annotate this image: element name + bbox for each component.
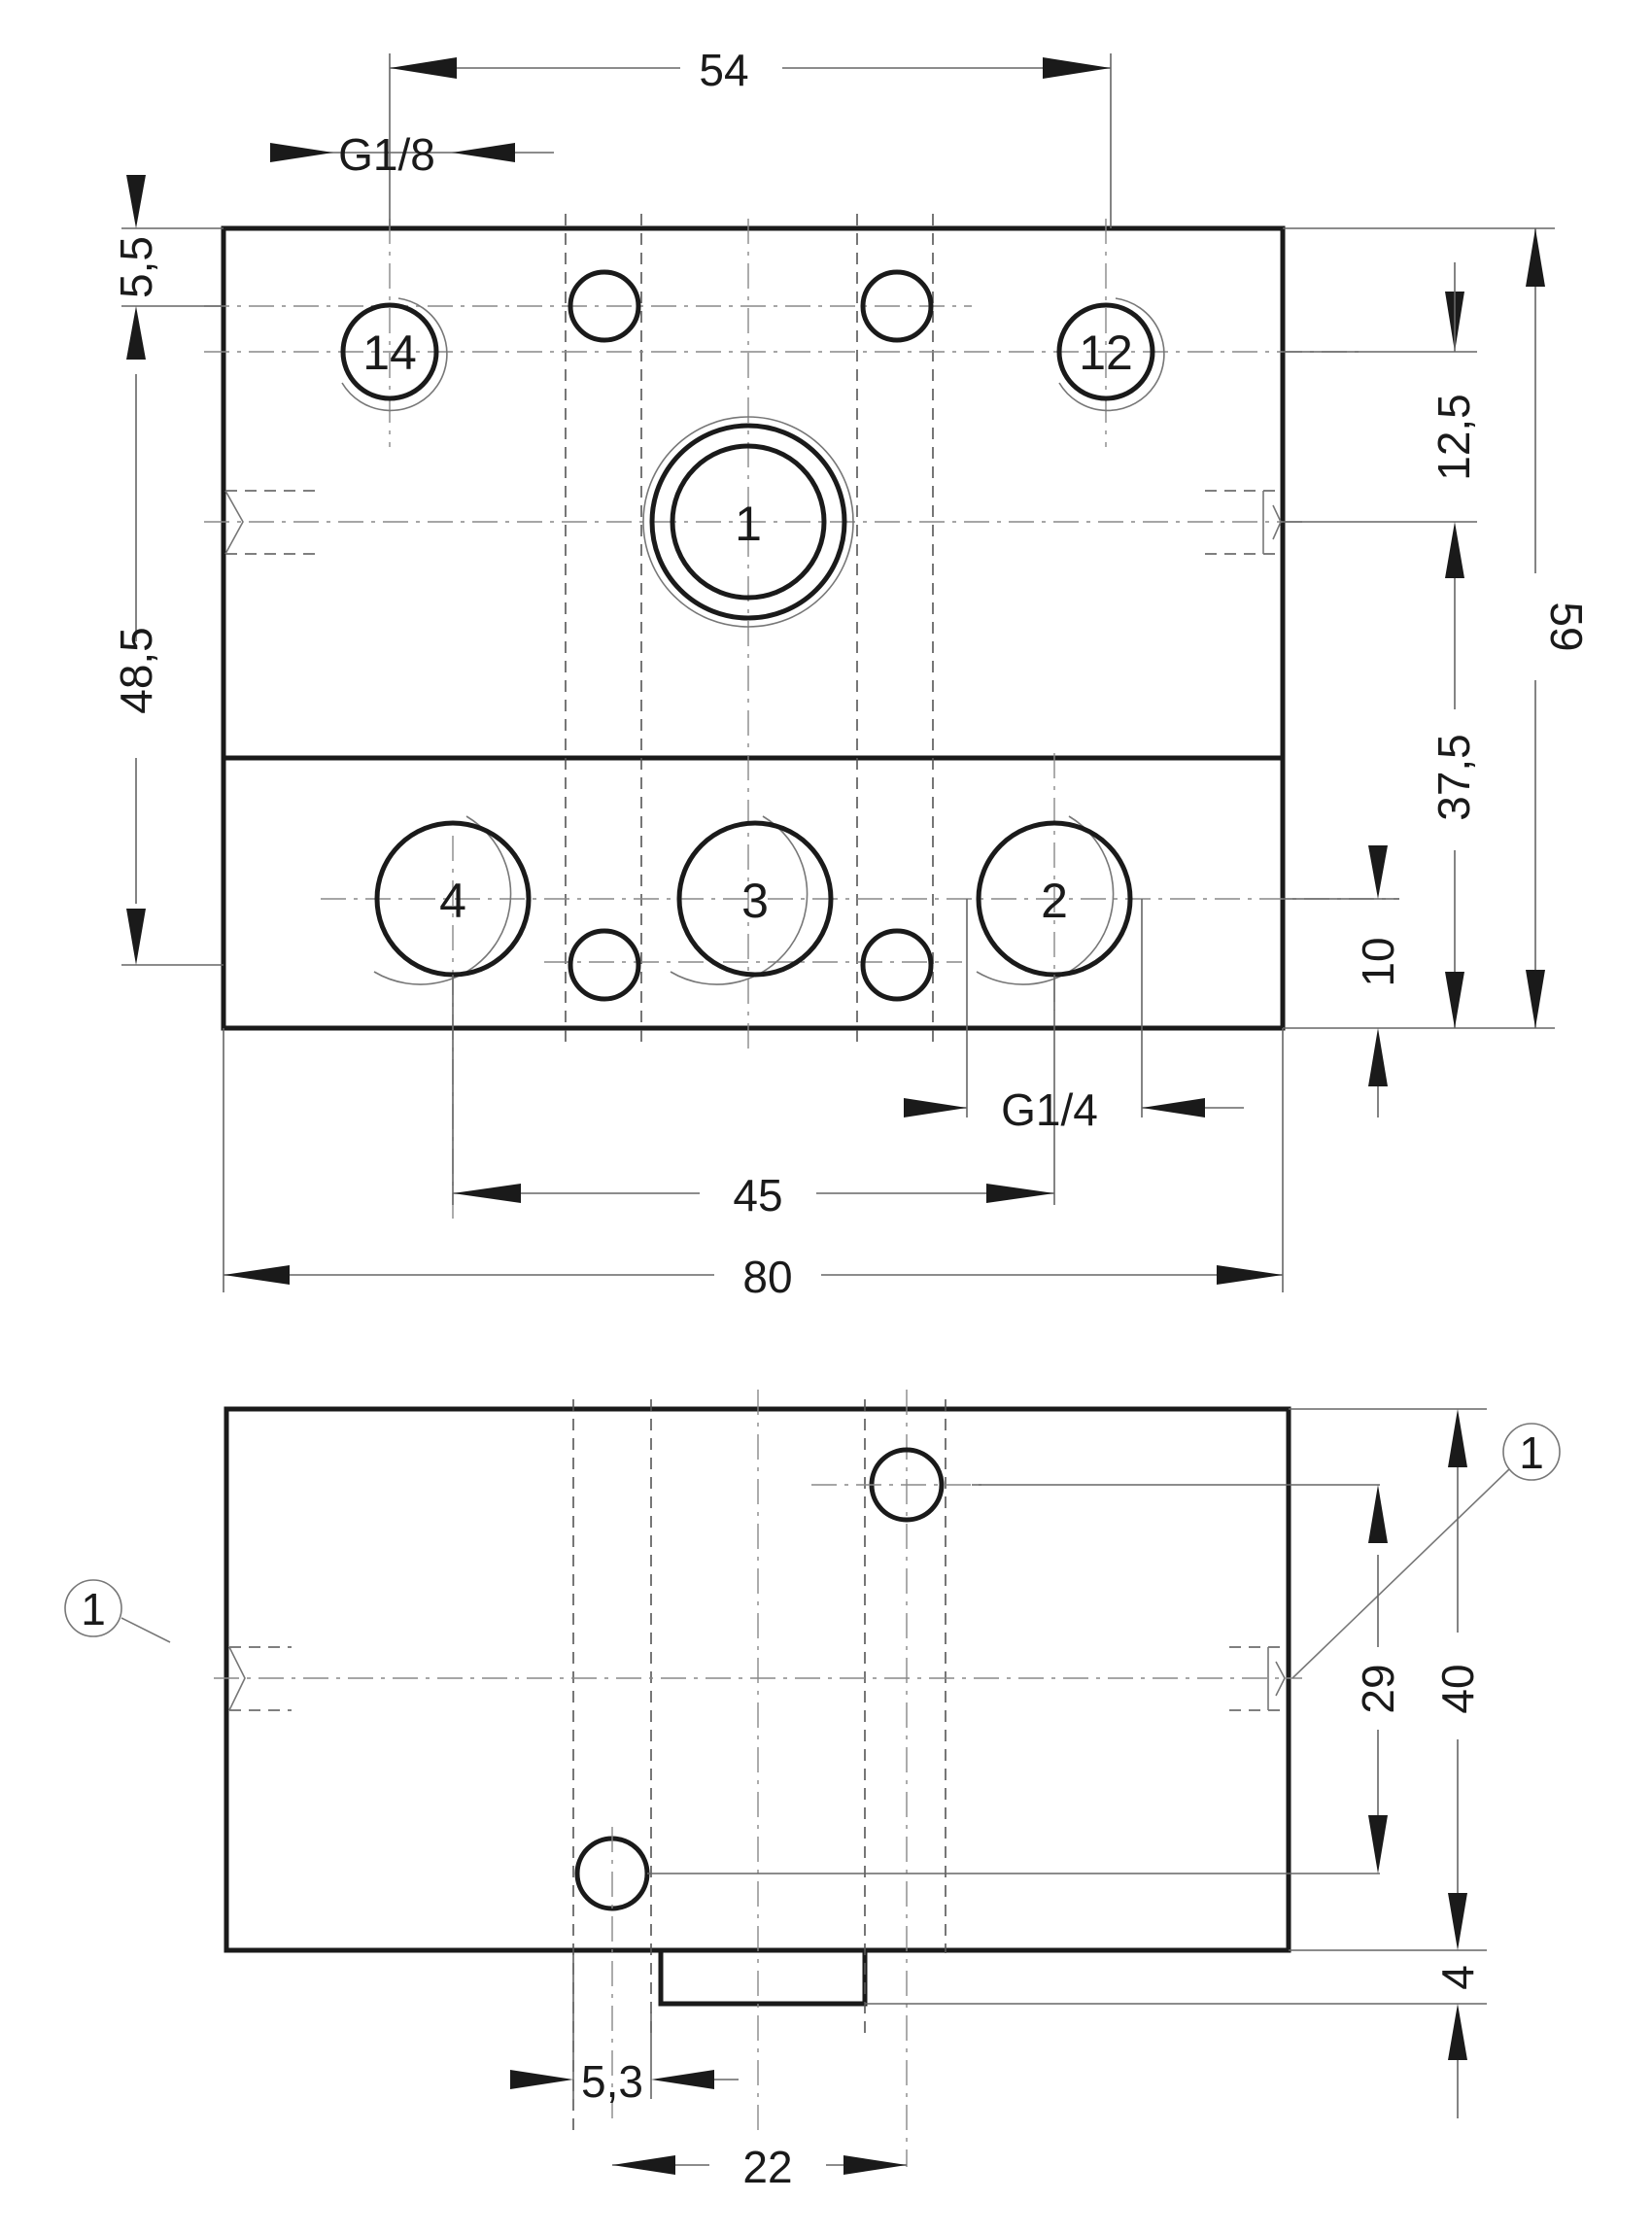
dim-12-5: 12,5 [1428, 394, 1479, 481]
dim-22: 22 [742, 2142, 792, 2192]
dimension-arrow [1448, 2004, 1467, 2060]
callout-right-label: 1 [1519, 1427, 1544, 1478]
dimension-arrow [270, 143, 333, 162]
dimension-arrow [612, 2155, 675, 2175]
dimension-arrow [1142, 1098, 1205, 1118]
side-view: 1 1 29 40 4 5,3 22 [64, 1390, 1561, 2192]
dim-5-5: 5,5 [111, 236, 161, 298]
port-4-label: 4 [439, 874, 466, 928]
port-1-outer [649, 423, 847, 621]
dimension-arrow [1526, 970, 1545, 1028]
port-1-inner [670, 443, 827, 601]
mounting-hole [568, 269, 641, 343]
port-4-thread [373, 815, 512, 985]
callout-circle-right [1502, 1423, 1561, 1481]
dim-54: 54 [699, 45, 748, 95]
dim-45: 45 [733, 1170, 782, 1221]
dim-80: 80 [742, 1252, 792, 1302]
dimension-arrow [1043, 57, 1111, 79]
port-14-label: 14 [362, 326, 417, 380]
dim-37-5: 37,5 [1428, 734, 1479, 821]
dimension-arrow [452, 143, 515, 162]
dim-4: 4 [1432, 1965, 1483, 1990]
port-3-thread [670, 815, 809, 985]
dimension-arrow [1368, 845, 1388, 899]
hidden-line [225, 490, 321, 555]
callout-circle-left [64, 1579, 122, 1637]
dimension-arrow [1368, 1815, 1388, 1874]
dimension-arrow [1368, 1028, 1388, 1086]
mounting-hole [860, 928, 934, 1002]
mounting-hole [568, 928, 641, 1002]
dimension-arrow [1445, 972, 1464, 1028]
port-12-thread [1058, 297, 1165, 412]
dimension-arrow [126, 306, 146, 360]
side-port-mark [224, 490, 244, 555]
dim-10: 10 [1353, 937, 1403, 986]
dimension-arrow [390, 57, 457, 79]
dimension-arrow [651, 2070, 714, 2089]
port-12-label: 12 [1079, 326, 1133, 380]
port-2-thread [976, 815, 1115, 985]
dim-5-3: 5,3 [581, 2056, 643, 2107]
dim-g18: G1/8 [338, 129, 435, 180]
dimension-arrow [1526, 228, 1545, 287]
side-port-mark [228, 1646, 246, 1711]
port-2-label: 2 [1041, 874, 1068, 928]
dimension-arrow [510, 2070, 573, 2089]
leader-line [120, 1617, 171, 1643]
dimension-arrow [1217, 1265, 1283, 1285]
dimension-arrow [1448, 1409, 1467, 1467]
dim-g14: G1/4 [1001, 1084, 1098, 1135]
dim-29: 29 [1353, 1664, 1403, 1713]
dimension-arrow [224, 1265, 290, 1285]
dimension-arrow [1368, 1485, 1388, 1543]
port-14-circle [340, 302, 439, 401]
hidden-line [229, 1646, 292, 1711]
dimension-arrow [986, 1184, 1054, 1203]
callout-left-label: 1 [81, 1584, 106, 1634]
hidden-line [1229, 1646, 1287, 1711]
port-1-thread [642, 416, 854, 628]
dimension-arrow [126, 175, 146, 228]
side-port-mark [1267, 1647, 1286, 1710]
port-14-thread [341, 297, 448, 412]
dimension-arrow [843, 2155, 907, 2175]
port-3-circle [676, 820, 834, 978]
block-outline [221, 225, 1286, 1031]
leader-line [1291, 1468, 1510, 1679]
hidden-line [1205, 490, 1281, 555]
dim-59: 59 [1541, 602, 1592, 651]
port-12-circle [1056, 302, 1155, 401]
side-port-mark [1262, 491, 1282, 554]
dimension-arrow [126, 909, 146, 965]
port-1-label: 1 [735, 497, 762, 551]
dimension-arrow [904, 1098, 967, 1118]
top-view: 1 14 12 4 3 2 54 G1/8 [111, 45, 1592, 1302]
dim-40: 40 [1432, 1664, 1483, 1713]
dimension-arrow [1448, 1893, 1467, 1950]
dimension-arrow [1445, 522, 1464, 578]
bottom-tab [658, 1947, 868, 2007]
dim-48-5: 48,5 [111, 627, 161, 714]
port-3-label: 3 [741, 874, 769, 928]
dimension-arrow [453, 1184, 521, 1203]
mounting-hole [860, 269, 934, 343]
